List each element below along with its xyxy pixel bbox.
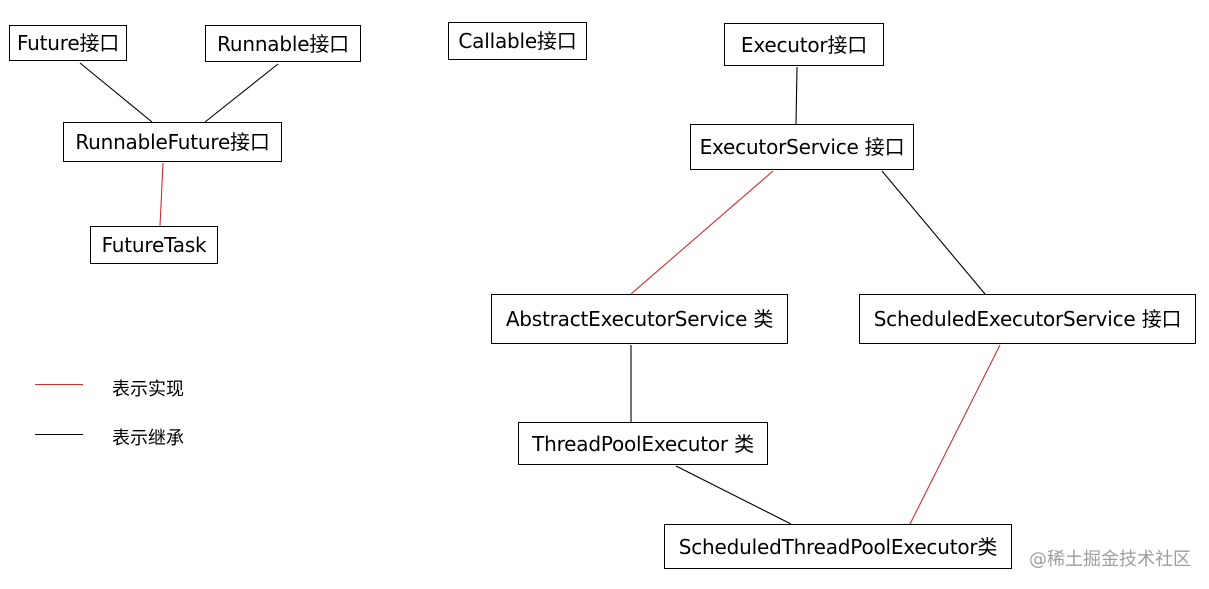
edge-executorservice-to-abstractexecutorservice	[630, 170, 774, 295]
node-runnable-interface: Runnable接口	[205, 25, 361, 62]
legend-implement-line	[35, 384, 83, 385]
node-abstractexecutorservice-class: AbstractExecutorService 类	[491, 294, 788, 344]
watermark: @稀土掘金技术社区	[1029, 549, 1191, 570]
legend-inherit-label: 表示继承	[112, 428, 184, 449]
node-runnablefuture-interface: RunnableFuture接口	[63, 122, 282, 162]
node-futuretask: FutureTask	[90, 226, 218, 264]
edge-threadpoolexecutor-to-scheduledthreadpoolexecutor	[675, 465, 792, 525]
edge-runnablefuture-to-futuretask	[159, 162, 164, 227]
legend-inherit-line	[35, 434, 83, 435]
edge-scheduledexecutorservice-to-scheduledthreadpoolexecutor	[909, 344, 1001, 525]
legend-implement-label: 表示实现	[112, 379, 184, 400]
node-executor-interface: Executor接口	[724, 23, 884, 66]
node-scheduledthreadpoolexecutor-class: ScheduledThreadPoolExecutor类	[664, 524, 1012, 569]
node-executorservice-interface: ExecutorService 接口	[690, 124, 914, 170]
node-callable-interface: Callable接口	[448, 22, 587, 60]
node-threadpoolexecutor-class: ThreadPoolExecutor 类	[518, 422, 768, 465]
node-scheduledexecutorservice-interface: ScheduledExecutorService 接口	[859, 294, 1196, 344]
node-future-interface: Future接口	[9, 25, 127, 61]
edge-executor-to-executorservice	[795, 66, 798, 125]
edge-future-to-runnablefuture	[79, 62, 153, 123]
edge-executorservice-to-scheduledexecutorservice	[881, 170, 986, 295]
edge-runnable-to-runnablefuture	[204, 63, 279, 123]
